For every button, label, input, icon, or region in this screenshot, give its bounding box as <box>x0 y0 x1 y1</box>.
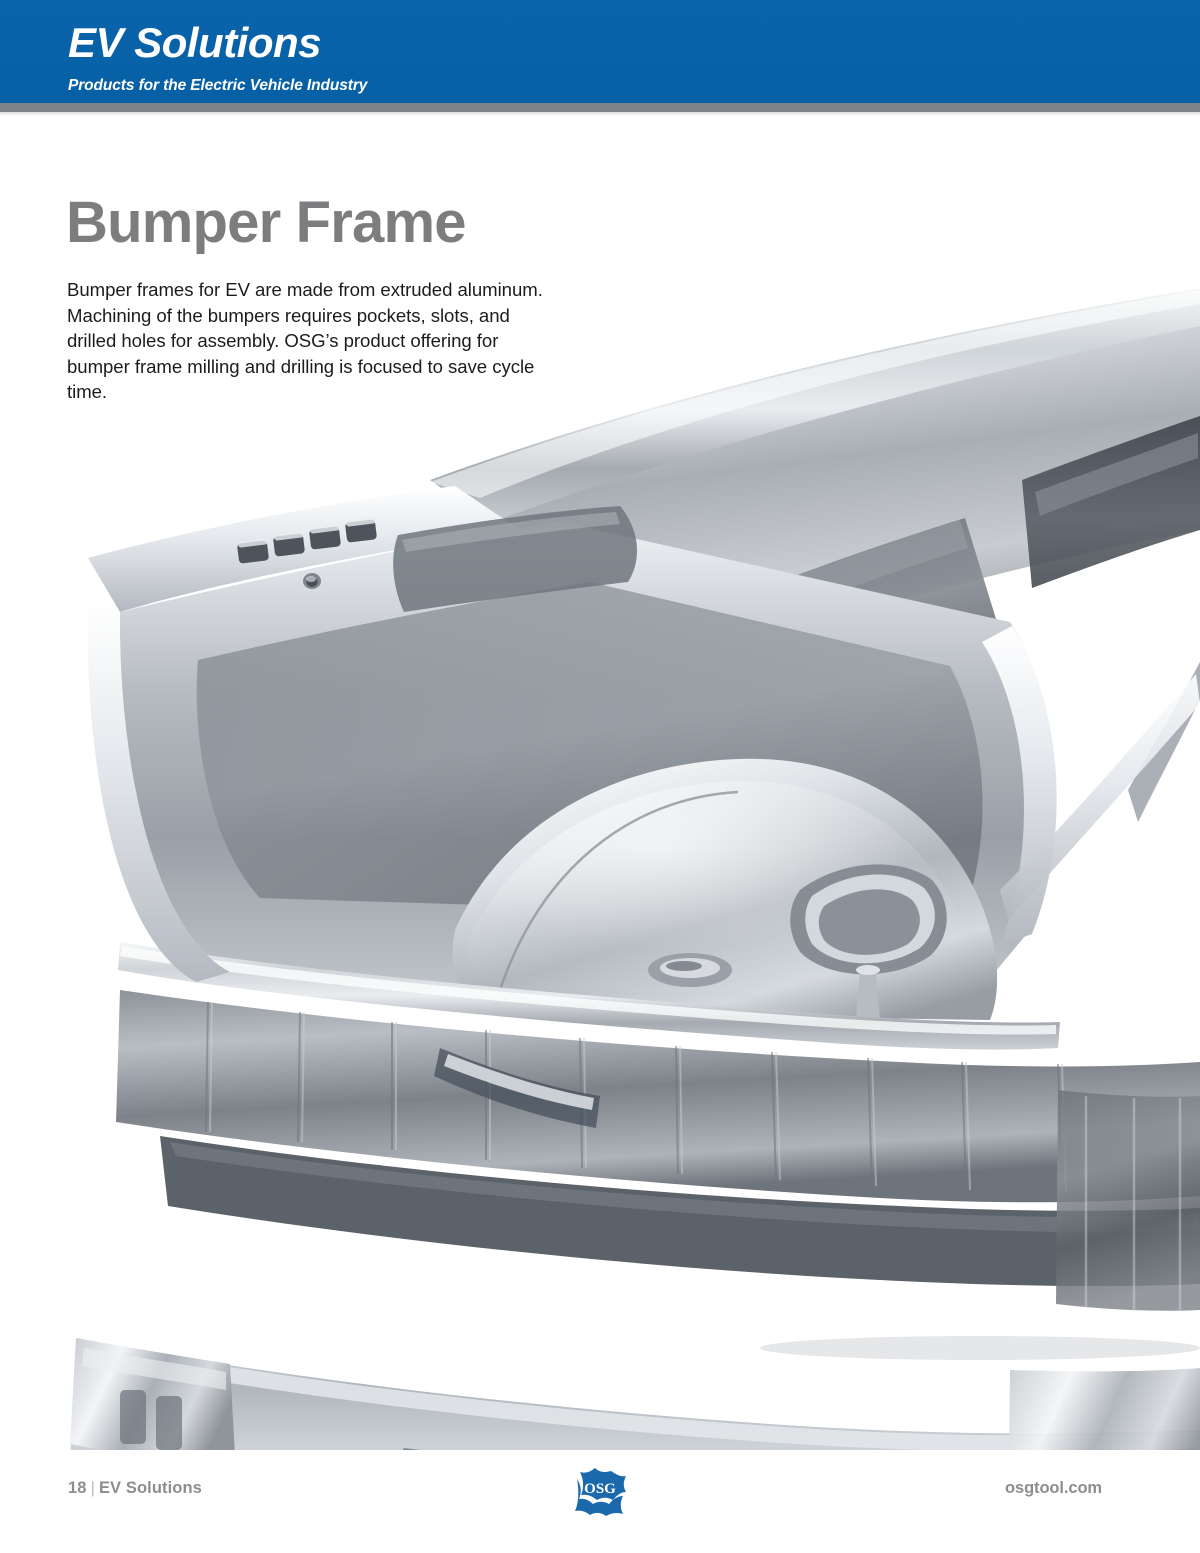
osg-logo-text: OSG <box>584 1481 616 1497</box>
page-header: EV Solutions Products for the Electric V… <box>0 0 1200 103</box>
header-divider-rule <box>0 103 1200 112</box>
header-divider-shadow <box>0 112 1200 116</box>
footer-section-label: EV Solutions <box>98 1479 202 1497</box>
page-footer: 18|EV Solutions OSG osgtool.com <box>0 1443 1200 1553</box>
header-title: EV Solutions <box>68 19 322 66</box>
body-paragraph: Bumper frames for EV are made from extru… <box>67 279 543 402</box>
footer-page-label: 18|EV Solutions <box>68 1479 202 1498</box>
bumper-frame-render-image <box>0 230 1200 1450</box>
header-subtitle: Products for the Electric Vehicle Indust… <box>68 77 368 94</box>
footer-website[interactable]: osgtool.com <box>1005 1479 1102 1497</box>
osg-logo: OSG <box>571 1465 629 1517</box>
footer-separator: | <box>90 1479 95 1497</box>
page-title: Bumper Frame <box>66 190 467 255</box>
footer-page-number: 18 <box>68 1479 87 1497</box>
